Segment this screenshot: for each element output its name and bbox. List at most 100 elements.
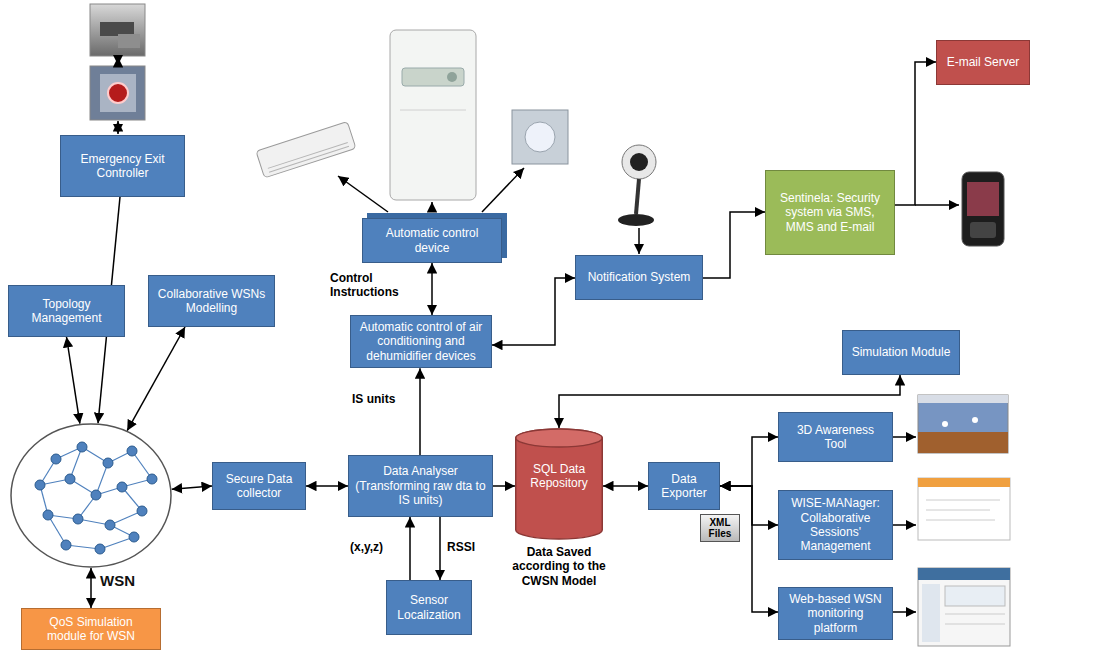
connector: [895, 62, 936, 205]
leader-arrow: [117, 57, 119, 65]
cylinder-top: [516, 429, 603, 447]
3d-tool-screenshot: [918, 395, 1008, 453]
process-box: Automatic control of air conditioning an…: [350, 315, 492, 368]
node-label: Collaborative WSNs Modelling: [155, 287, 268, 316]
node-label: SQL Data Repository: [517, 462, 601, 491]
sensor-node: [95, 544, 105, 554]
screenshot-ground: [918, 432, 1008, 453]
door-bar: [100, 22, 134, 36]
node-label: Emergency Exit Controller: [67, 152, 178, 181]
leader-arrow: [431, 202, 433, 212]
network-outline: [10, 423, 172, 568]
node-label: Data Analyser (Transforming raw dta to I…: [355, 464, 486, 507]
sensor-node: [91, 490, 101, 500]
node-label: E-mail Server: [947, 55, 1020, 69]
connector: [431, 263, 433, 315]
node-label: WSN: [100, 572, 135, 590]
screenshot-line: [945, 624, 1005, 625]
phone-screen: [967, 182, 999, 216]
webcam-picture: [618, 145, 656, 226]
process-box: 3D Awareness Tool: [778, 412, 893, 462]
phone-picture: [962, 172, 1004, 246]
sensor-node: [73, 514, 83, 524]
screenshot-chart: [945, 586, 1005, 606]
fixture-frame: [512, 110, 568, 164]
edge-label: IS units: [352, 392, 414, 406]
node-label: QoS Simulation module for WSN: [28, 615, 154, 644]
leader-arrow: [893, 436, 916, 438]
node-label: Data Exporter: [655, 472, 713, 501]
ac-vent: [269, 146, 349, 172]
leader-arrow: [915, 204, 959, 206]
screenshot-bar: [918, 478, 1010, 487]
screenshot-menu: [922, 584, 940, 642]
leader-arrow: [638, 228, 640, 254]
connector: [720, 437, 778, 486]
process-box: Notification System: [575, 255, 703, 300]
process-box: Web-based WSN monitoring platform: [778, 587, 893, 640]
phone-keys: [970, 222, 996, 238]
screenshot-line: [926, 510, 990, 511]
photo-frame: [90, 66, 145, 120]
red-button: [108, 83, 128, 103]
sensor-node: [117, 482, 127, 492]
screenshot-frame: [918, 568, 1010, 646]
dehumidifier-knob: [447, 72, 457, 82]
device-box: Automatic control device: [362, 218, 502, 263]
screenshot-sensor: [942, 421, 948, 427]
cylinder-body: [516, 429, 603, 539]
connector: [306, 485, 348, 487]
dehumidifier-picture: [390, 30, 476, 200]
ac-body: [256, 122, 356, 178]
connector: [493, 485, 515, 487]
node-caption: Data Saved according to the CWSN Model: [501, 545, 617, 588]
sensor-node: [137, 506, 147, 516]
sensor-node: [43, 510, 53, 520]
node-label: XML Files: [703, 517, 737, 540]
node-label: Simulation Module: [852, 345, 951, 359]
air-conditioner-picture: [256, 122, 356, 178]
phone-body: [962, 172, 1004, 246]
process-box: Simulation Module: [842, 330, 960, 375]
sensor-node: [129, 532, 139, 542]
exit-door-photo: [90, 4, 145, 56]
leader-arrow: [482, 168, 524, 212]
sensor-node: [127, 446, 137, 456]
process-box: Data Analyser (Transforming raw dta to I…: [348, 455, 493, 517]
webcam-base: [618, 214, 654, 226]
node-label: 3D Awareness Tool: [785, 423, 886, 452]
connector: [67, 337, 80, 424]
exit-button-photo: [90, 66, 145, 120]
connector: [703, 212, 765, 278]
sensor-node: [103, 458, 113, 468]
edge-label: (x,y,z): [350, 540, 406, 554]
security-box: Sentinela: Security system via SMS, MMS …: [765, 170, 895, 255]
screenshot-line: [945, 614, 1005, 615]
sensor-node: [105, 520, 115, 530]
process-box: WISE-MANager: Collaborative Sessions' Ma…: [778, 490, 893, 560]
leader-arrow: [117, 121, 119, 134]
screenshot-bar: [918, 568, 1010, 580]
screenshot-frame: [918, 478, 1010, 540]
node-label: Web-based WSN monitoring platform: [785, 592, 886, 635]
process-box: Collaborative WSNs Modelling: [148, 275, 275, 327]
screenshot-line: [926, 500, 1000, 501]
network-ellipse: WSN: [10, 423, 172, 568]
sensor-node: [77, 442, 87, 452]
leader-arrow: [338, 176, 388, 212]
connector: [127, 327, 185, 431]
node-label: Notification System: [588, 270, 691, 284]
server-box: E-mail Server: [936, 40, 1030, 85]
simulation-box: QoS Simulation module for WSN: [21, 608, 161, 650]
process-box: Topology Management: [8, 285, 125, 337]
node-label: Automatic control device: [369, 226, 495, 255]
screenshot-sensor: [972, 417, 978, 423]
sensor-node: [65, 474, 75, 484]
node-label: Automatic control of air conditioning an…: [357, 320, 485, 363]
process-box: Secure Data collector: [212, 462, 306, 510]
screenshot-line: [926, 520, 995, 521]
connector: [90, 568, 92, 608]
node-label: Sensor Localization: [393, 593, 465, 622]
node-label: Secure Data collector: [219, 472, 299, 501]
